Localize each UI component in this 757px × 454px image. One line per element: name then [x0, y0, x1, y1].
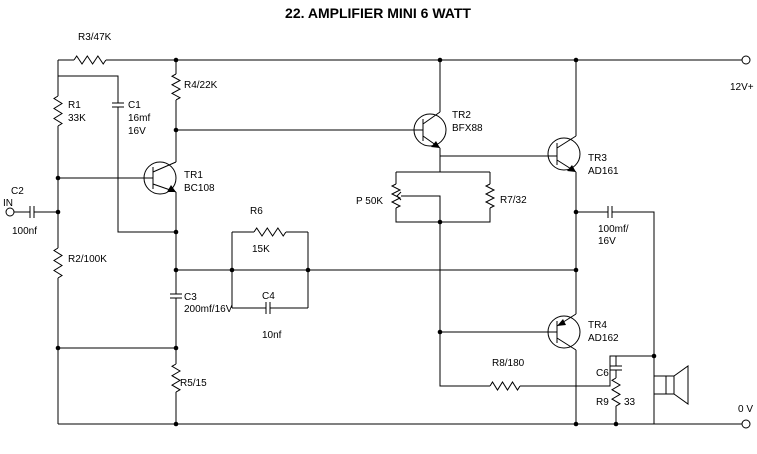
capacitor-c2 [26, 206, 38, 218]
r6-label: R6 [250, 206, 263, 217]
transistor-tr3 [547, 135, 581, 173]
r7-label: R7/32 [500, 195, 527, 206]
c3-value: 200mf/16V [184, 304, 233, 315]
c1-voltage: 16V [128, 126, 146, 137]
capacitor-c1 [112, 96, 124, 114]
r3-label: R3/47K [78, 32, 112, 43]
r9-label: R9 [596, 397, 609, 408]
c4-label: C4 [262, 291, 275, 302]
transistor-tr2 [413, 111, 447, 149]
r5-label: R5/15 [180, 378, 207, 389]
speaker-icon [665, 365, 689, 405]
c6-label: C6 [596, 368, 609, 379]
resistor-r9 [611, 377, 621, 407]
r9-value: 33 [624, 397, 636, 408]
resistor-r8 [489, 381, 521, 391]
capacitor-c3 [170, 290, 182, 302]
diagram-title: 22. AMPLIFIER MINI 6 WATT [285, 5, 471, 21]
junctions [55, 57, 657, 427]
ground-label: 0 V [738, 404, 753, 415]
resistor-r1 [53, 95, 63, 127]
potentiometer-label: P 50K [356, 196, 383, 207]
tr4-label: TR4 [588, 320, 607, 331]
resistor-r5 [171, 363, 181, 393]
supply-label: 12V+ [730, 82, 754, 93]
c5-voltage: 16V [598, 236, 616, 247]
tr2-label: TR2 [452, 110, 471, 121]
c3-label: C3 [184, 292, 197, 303]
transistor-tr1 [143, 161, 177, 195]
tr4-type: AD162 [588, 333, 619, 344]
tr1-label: TR1 [184, 170, 203, 181]
wires [14, 59, 742, 425]
r6-value: 15K [252, 244, 270, 255]
r1-label: R1 [68, 100, 81, 111]
r4-label: R4/22K [184, 80, 218, 91]
tr3-label: TR3 [588, 153, 607, 164]
tr1-type: BC108 [184, 183, 215, 194]
c1-value: 16mf [128, 113, 150, 124]
resistor-r4 [170, 73, 182, 101]
tr3-type: AD161 [588, 166, 619, 177]
resistor-r6 [253, 227, 287, 237]
capacitor-c5 [604, 206, 616, 218]
r2-label: R2/100K [68, 254, 107, 265]
r8-label: R8/180 [492, 358, 525, 369]
supply-terminal-12v [741, 55, 751, 65]
c2-value: 100nf [12, 226, 37, 237]
input-label: IN [3, 198, 13, 209]
c1-label: C1 [128, 100, 141, 111]
resistor-r7 [484, 183, 496, 209]
component-labels: R3/47K R1 33K C1 16mf 16V R4/22K TR1 BC1… [3, 32, 754, 415]
c2-label: C2 [11, 186, 24, 197]
capacitor-c4 [262, 302, 274, 314]
capacitor-c6 [610, 365, 622, 371]
resistor-r2 [53, 247, 63, 279]
c5-value: 100mf/ [598, 224, 629, 235]
c4-value: 10nf [262, 330, 282, 341]
tr2-type: BFX88 [452, 123, 483, 134]
r1-value: 33K [68, 113, 86, 124]
input-terminal [5, 207, 15, 217]
ground-terminal-0v [741, 419, 751, 429]
transistor-tr4 [547, 313, 581, 351]
potentiometer-p [390, 183, 410, 209]
resistor-r3 [73, 55, 107, 65]
